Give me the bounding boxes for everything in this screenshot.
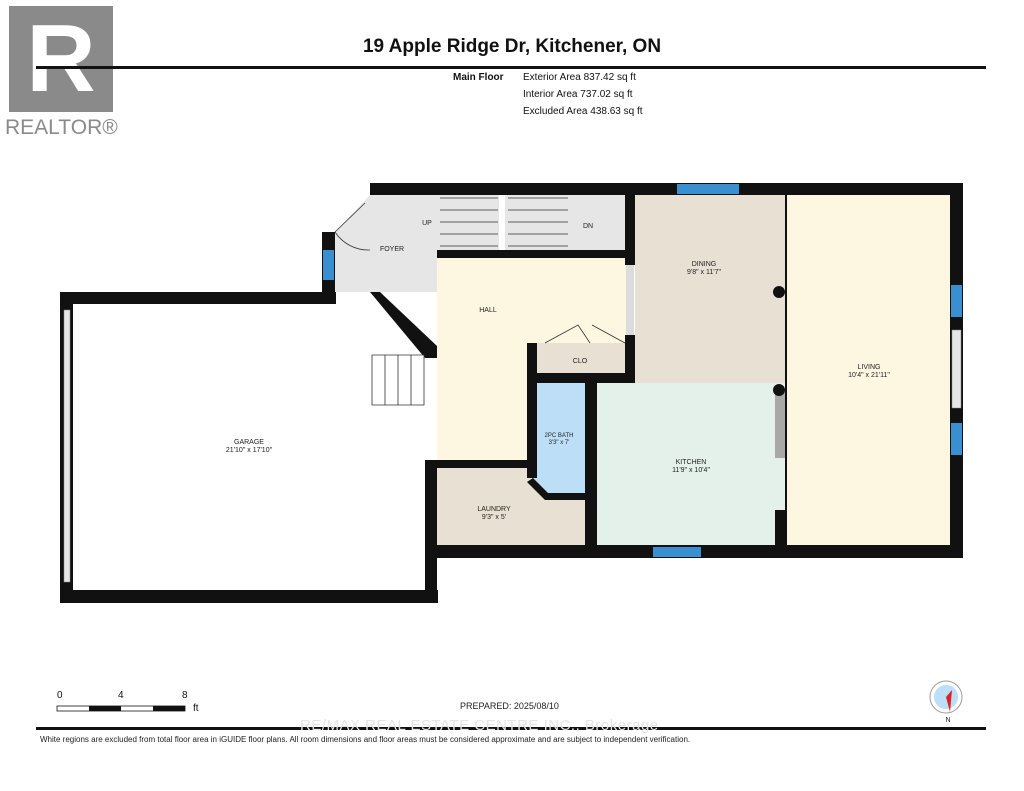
patio-door [951,329,962,409]
dining-label: DINING [692,261,717,268]
stairs [371,197,568,406]
clo-label: CLO [573,358,588,365]
hall-label: HALL [479,307,497,314]
excluded-area: Excluded Area 438.63 sq ft [523,106,643,117]
clo-floor [537,343,625,373]
kitchen-floor [597,383,785,545]
kitchen-counter [775,390,785,458]
title-divider [36,66,986,69]
dining-dims: 9'8" x 11'7" [687,269,721,276]
compass-north-label: N [945,717,950,724]
dining-opening [626,265,634,335]
garage-label: GARAGE [234,439,264,446]
up-label: UP [422,220,432,227]
kitchen-label: KITCHEN [676,459,707,466]
interior-area: Interior Area 737.02 sq ft [523,89,633,100]
dining-floor [635,195,785,383]
window [951,423,962,455]
bath-dims: 3'3" x 7' [549,440,570,446]
foyer-label: FOYER [380,246,404,253]
window [323,250,334,280]
footer-divider [36,727,986,730]
window [677,184,739,194]
realtor-logo-text: REALTOR® [5,116,118,139]
page-title: 19 Apple Ridge Dr, Kitchener, ON [362,36,662,57]
window [653,547,701,557]
scale-label-4: 4 [118,690,124,701]
laundry-label: LAUNDRY [477,506,511,513]
garage-dims: 21'10" x 17'10" [226,447,273,454]
compass-icon: N [929,680,963,724]
windows [323,184,962,557]
scale-label-8: 8 [182,690,188,701]
living-label: LIVING [858,364,881,371]
living-dims: 10'4" x 21'11" [848,372,890,379]
brokerage-watermark: RE/MAX REAL ESTATE CENTRE INC., Brokerag… [300,717,659,734]
column [773,384,785,396]
laundry-dims: 9'3" x 5' [482,514,506,521]
disclaimer-text: White regions are excluded from total fl… [40,735,691,744]
scale-label-0: 0 [57,690,63,701]
kitchen-dims: 11'9" x 10'4" [672,467,710,474]
bath-label: 2PC BATH [545,433,574,439]
exterior-area: Exterior Area 837.42 sq ft [523,72,636,83]
prepared-date: PREPARED: 2025/08/10 [460,701,559,711]
scale-bar [56,705,186,712]
stair-dn-area [505,195,625,250]
realtor-logo-mark: R [26,5,96,112]
scale-unit: ft [193,703,199,714]
window [951,285,962,317]
garage-door [63,309,71,583]
dn-label: DN [583,223,593,230]
garage-floor [73,304,425,590]
closet-door-swing [544,324,626,344]
floor-name: Main Floor [453,72,504,83]
stair-up-area [437,195,499,250]
realtor-logo: R REALTOR® [5,6,120,141]
column [773,286,785,298]
bath-floor [533,383,585,493]
living-floor [787,195,950,545]
front-door-swing [334,202,371,251]
foyer-floor [335,195,437,292]
